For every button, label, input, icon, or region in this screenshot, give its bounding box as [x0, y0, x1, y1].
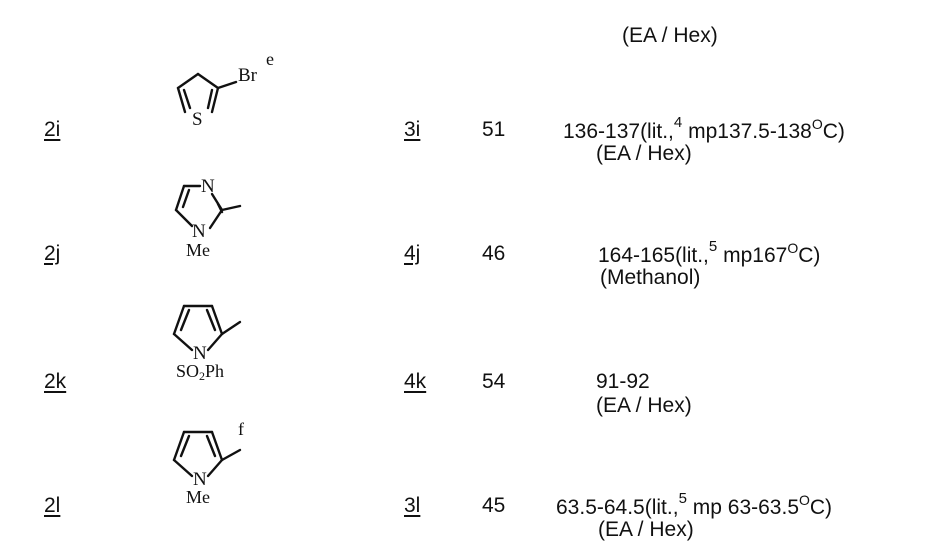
yield-4k: 54: [482, 370, 506, 393]
product-4k: 4k: [404, 370, 427, 393]
footnote-f: f: [238, 419, 244, 439]
substrate-2k: 2k: [44, 370, 67, 393]
ref-4j: 5: [708, 238, 718, 255]
degree-3l: O: [799, 492, 810, 508]
sulfur-atom: S: [192, 109, 203, 130]
solvent-4k: (EA / Hex): [596, 394, 692, 417]
footnote-e: e: [266, 49, 274, 69]
solvent-3l: (EA / Hex): [598, 518, 694, 541]
substrate-2l: 2l: [44, 494, 61, 517]
yield-3l: 45: [482, 494, 506, 517]
product-3l: 3l: [404, 494, 421, 517]
yield-3i: 51: [482, 118, 506, 141]
substrate-2i: 2i: [44, 118, 61, 141]
substrate-2j: 2j: [44, 242, 61, 265]
nitrogen-atom-top: N: [201, 176, 215, 197]
nitrogen-atom-2l: N: [193, 469, 207, 490]
mp-3i: 136-137(lit.,4 mp137.5-138OC): [563, 114, 845, 143]
solvent-4j: (Methanol): [600, 266, 701, 289]
product-3i: 3i: [404, 118, 421, 141]
nitrogen-atom-bottom: N: [192, 221, 206, 242]
degree-3i: O: [811, 116, 823, 132]
ref-3i: 4: [673, 114, 683, 131]
yield-4j: 46: [482, 242, 506, 265]
bromine-atom: Br: [238, 65, 257, 86]
mp-4j: 164-165(lit.,5 mp167OC): [598, 238, 821, 267]
mp-4k: 91-92: [596, 370, 650, 393]
nitrogen-atom-2k: N: [193, 343, 207, 364]
solvent-3i: (EA / Hex): [596, 142, 692, 165]
product-4j: 4j: [404, 242, 421, 265]
sulfonylphenyl-substituent: SO2Ph: [176, 361, 225, 383]
mp-3l: 63.5-64.5(lit.,5 mp 63-63.5OC): [556, 490, 833, 519]
top-solvent: (EA / Hex): [622, 24, 718, 47]
methyl-substituent-2j: Me: [186, 240, 210, 260]
degree-4j: O: [787, 240, 799, 256]
methyl-substituent-2l: Me: [186, 487, 210, 507]
ref-3l: 5: [678, 490, 687, 507]
